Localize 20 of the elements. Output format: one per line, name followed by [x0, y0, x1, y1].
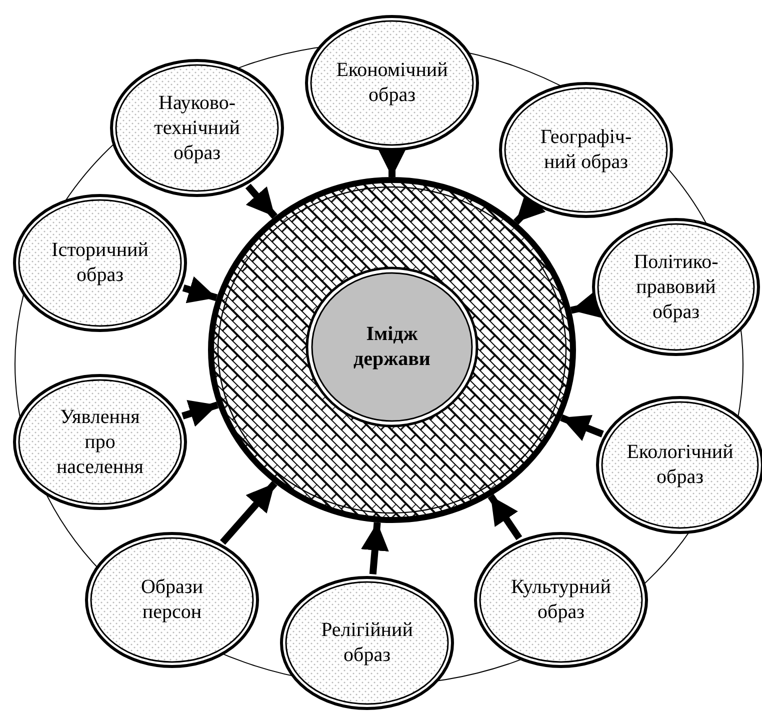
arrow — [570, 290, 602, 318]
oval-label: Економічний образ — [335, 58, 449, 108]
arrow — [360, 522, 389, 574]
oval-label: Культурний образ — [510, 575, 612, 625]
oval-label: Політико-правовий образ — [632, 250, 720, 324]
oval-label: Історичний образ — [50, 238, 150, 288]
oval-label: Екологічний образ — [626, 440, 734, 490]
arrow — [560, 414, 604, 441]
oval-label: Географіч-ний образ — [539, 125, 633, 175]
arrow — [488, 494, 522, 540]
oval-label: Уявлення про населення — [55, 404, 145, 480]
center-label: Імідж держави — [352, 322, 432, 372]
oval-label: Релігійний образ — [320, 618, 414, 668]
arrow — [220, 480, 278, 545]
arrow — [182, 276, 218, 304]
arrow — [245, 184, 278, 219]
oval-label: Образи персон — [140, 575, 204, 625]
arrow — [182, 400, 219, 427]
oval-label: Науково-технічний образ — [153, 90, 241, 166]
arrow — [378, 149, 406, 177]
